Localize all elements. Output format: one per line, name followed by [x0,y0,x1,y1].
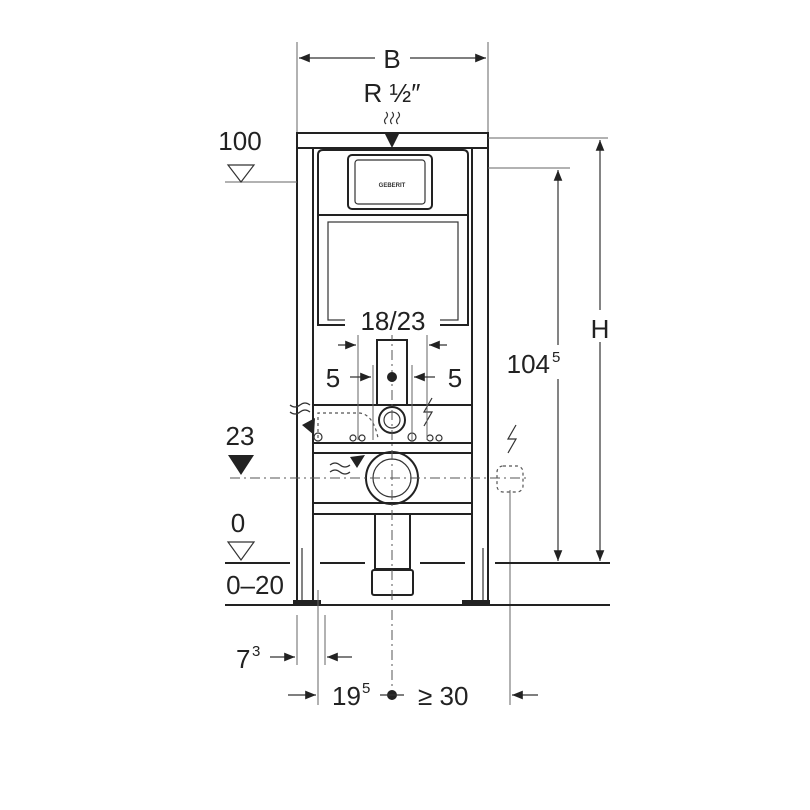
axis-offset-superscript: 5 [362,680,370,697]
right-offset-label: 5 [448,363,462,393]
drain-icon [289,402,365,475]
level-floor-label: 0 [231,508,245,538]
level-outlet-label: 23 [226,421,255,451]
level-marker-icon [225,164,297,562]
electric-supply-icon [422,397,524,493]
left-offset-label: 5 [326,363,340,393]
water-inlet-label: R ½″ [364,78,421,108]
brand-logo: GEBERIT [379,183,406,189]
axis-offset-label: 19 [332,681,361,711]
foot-offset-label: 7 [236,644,250,674]
foot-offset-superscript: 3 [252,643,260,660]
height-label: H [591,314,610,344]
side-clearance-label: ≥ 30 [418,681,468,711]
level-top-label: 100 [218,126,261,156]
width-dimension [296,42,489,133]
width-label: B [383,44,400,74]
frame-height-superscript: 5 [552,349,560,366]
outlet-spacing-label: 18/23 [360,306,425,336]
floor-adjust-label: 0–20 [226,570,284,600]
water-inlet-icon [383,111,401,148]
frame-height-label: 104 [507,349,550,379]
